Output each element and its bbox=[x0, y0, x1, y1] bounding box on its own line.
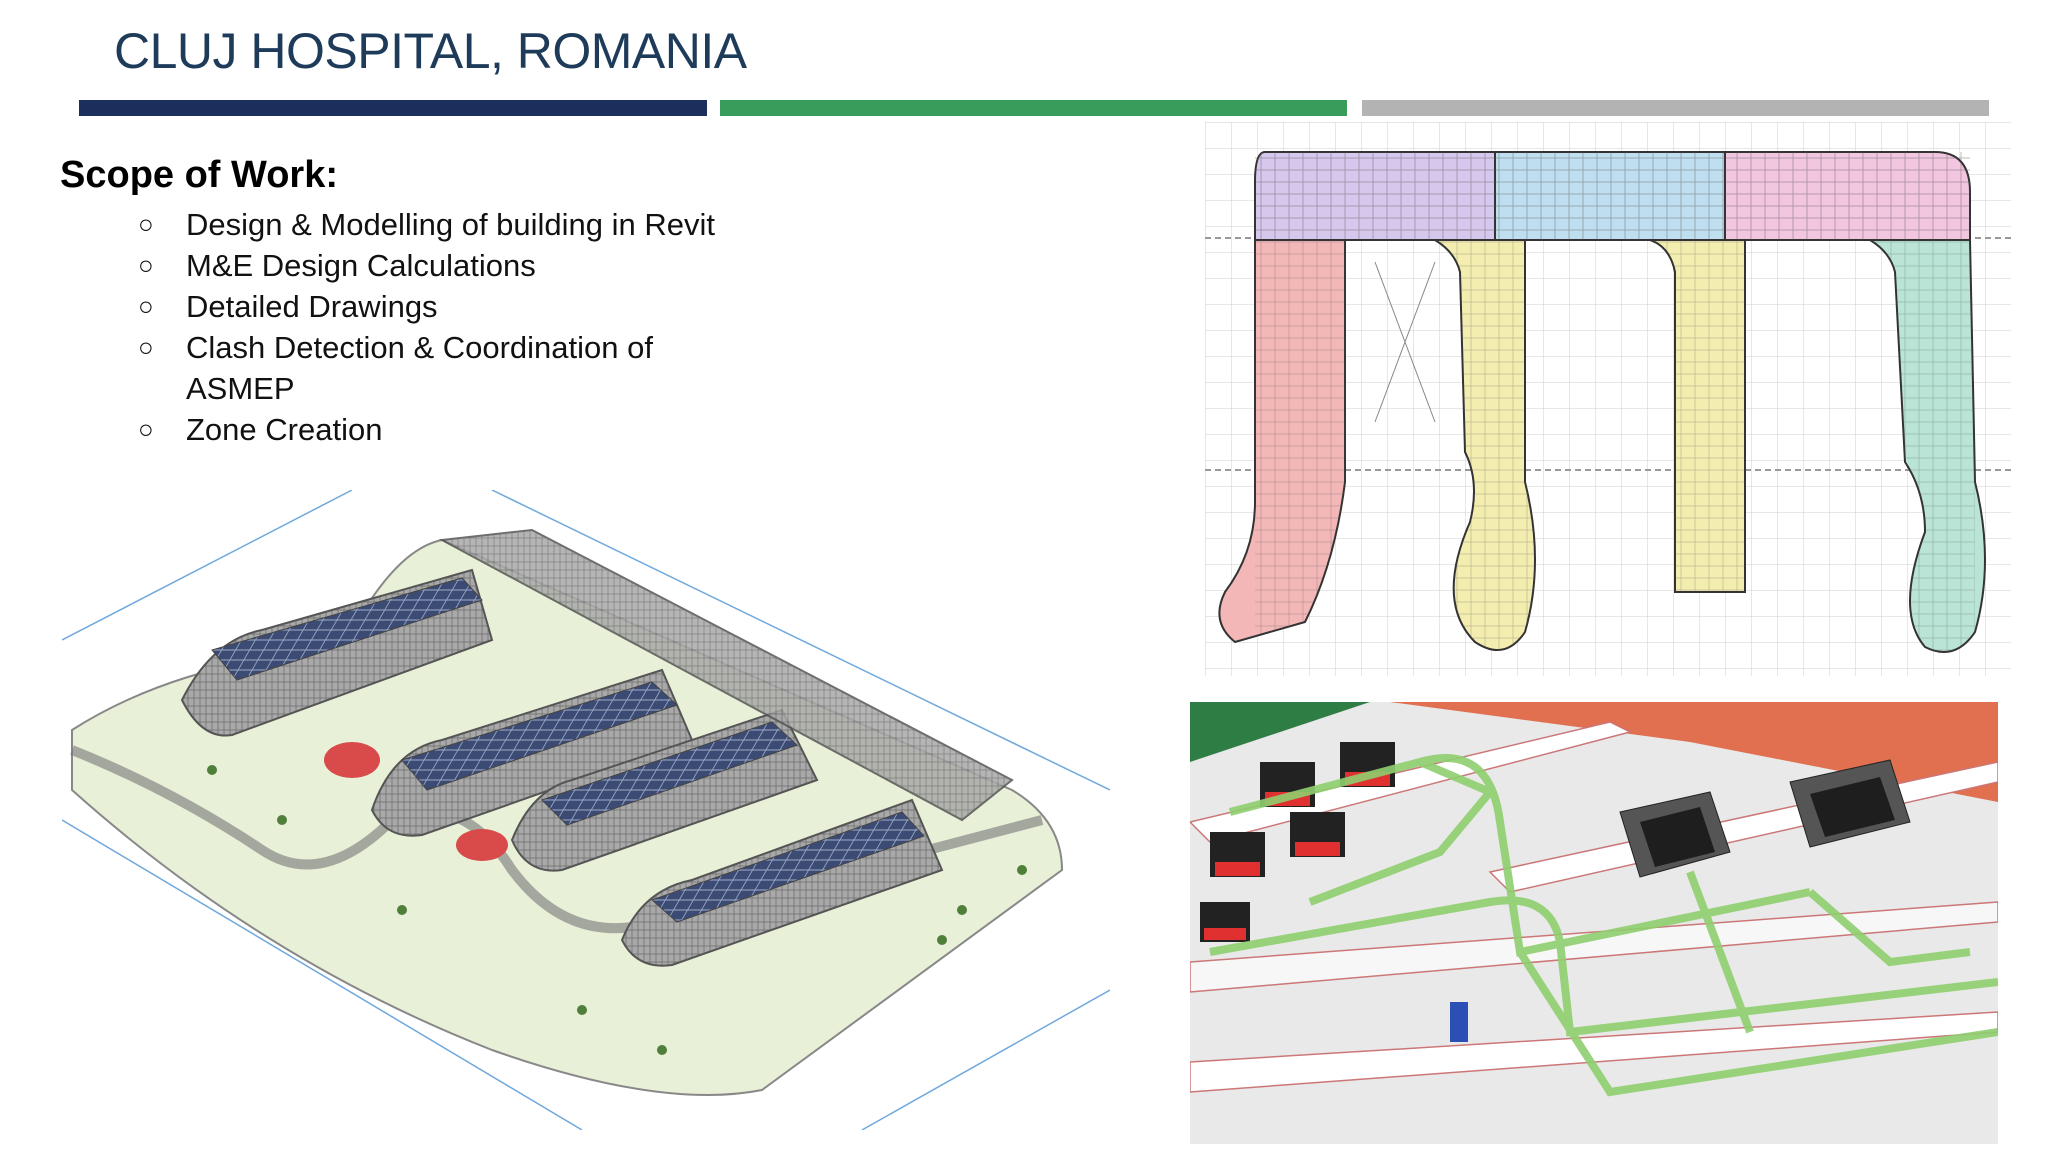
scope-item-label: Detailed Drawings bbox=[186, 289, 438, 324]
scope-list: ○ Design & Modelling of building in Revit… bbox=[138, 204, 758, 450]
floor-plan-drawing bbox=[1205, 122, 2011, 676]
scope-item-label: Clash Detection & Coordination of ASMEP bbox=[186, 330, 653, 406]
scope-item: ○ Clash Detection & Coordination of ASMEP bbox=[138, 327, 758, 409]
scope-item: ○ M&E Design Calculations bbox=[138, 245, 758, 286]
scope-item-label: Zone Creation bbox=[186, 412, 383, 447]
red-plaza-2 bbox=[456, 829, 508, 861]
page-title: CLUJ HOSPITAL, ROMANIA bbox=[114, 23, 747, 79]
floor-plan-image bbox=[1205, 122, 2011, 676]
scope-item: ○ Zone Creation bbox=[138, 409, 758, 450]
building-wing-4 bbox=[620, 798, 944, 967]
building-wing-1 bbox=[180, 568, 494, 737]
scope-heading: Scope of Work: bbox=[60, 154, 338, 196]
bullet-icon: ○ bbox=[138, 414, 154, 444]
cable-trays bbox=[1209, 754, 1998, 1097]
bullet-icon: ○ bbox=[138, 332, 154, 362]
air-handling-units bbox=[1619, 759, 1911, 878]
scope-item-label: M&E Design Calculations bbox=[186, 248, 536, 283]
header-bar-navy bbox=[79, 100, 707, 116]
red-plaza-1 bbox=[324, 742, 380, 778]
bullet-icon: ○ bbox=[138, 250, 154, 280]
scope-item: ○ Design & Modelling of building in Revit bbox=[138, 204, 758, 245]
header-bar-green bbox=[720, 100, 1347, 116]
isometric-model-image bbox=[62, 490, 1110, 1130]
header-bar-gray bbox=[1362, 100, 1989, 116]
scope-item-label: Design & Modelling of building in Revit bbox=[186, 207, 716, 242]
isometric-model-drawing bbox=[62, 490, 1110, 1130]
mep-coordination-drawing bbox=[1190, 702, 1998, 1144]
mep-coordination-image bbox=[1190, 702, 1998, 1144]
bullet-icon: ○ bbox=[138, 209, 154, 239]
bullet-icon: ○ bbox=[138, 291, 154, 321]
roof-area bbox=[1390, 702, 1998, 802]
scope-item: ○ Detailed Drawings bbox=[138, 286, 758, 327]
building-wing-2 bbox=[370, 668, 694, 837]
